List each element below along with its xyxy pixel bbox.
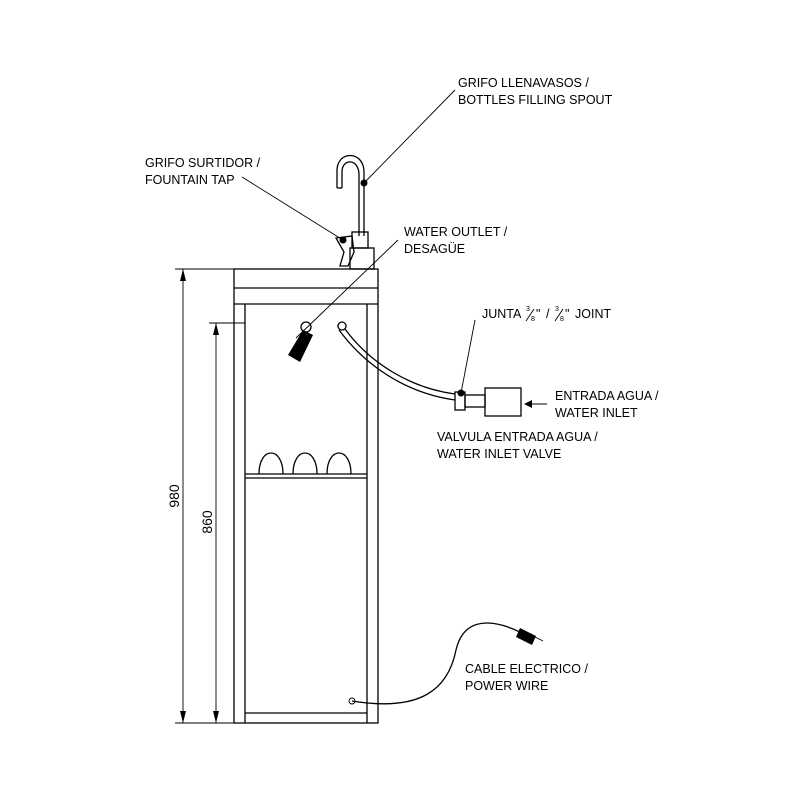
label-fountain-tap-es: GRIFO SURTIDOR /: [145, 156, 261, 170]
leaders: [241, 89, 547, 408]
fraction-num-1: 3: [526, 306, 530, 313]
plug-pin: [534, 636, 544, 642]
label-water-inlet-es: ENTRADA AGUA /: [555, 389, 659, 403]
leader-arrow-water-inlet: [524, 400, 532, 408]
leader-dot-joint: [457, 389, 465, 397]
label-filling-spout-en: BOTTLES FILLING SPOUT: [458, 93, 613, 107]
label-water-outlet-en: WATER OUTLET /: [404, 225, 508, 239]
label-joint: JUNTA 3 8 " / 3 8 " JOINT: [482, 306, 611, 323]
filling-spout-outer: [336, 155, 365, 236]
dim-arrow-980-top: [180, 269, 186, 281]
label-filling-spout-es: GRIFO LLENAVASOS /: [458, 76, 589, 90]
fraction-bar-2: [554, 308, 564, 322]
plumbing: [288, 321, 522, 417]
leader-filling-spout: [363, 89, 456, 184]
fraction-num-2: 3: [555, 306, 559, 313]
dim-label-body-height: 860: [199, 510, 215, 534]
power-cable: [351, 622, 544, 705]
inch-mark-2: ": [565, 307, 569, 321]
drain-outlet: [300, 321, 312, 333]
label-joint-suffix: JOINT: [575, 307, 611, 321]
tap-block: [351, 231, 369, 249]
leader-fountain-tap: [241, 176, 344, 241]
leader-joint: [460, 319, 476, 394]
label-joint-sep: /: [546, 307, 550, 321]
tap-base: [349, 247, 375, 270]
label-inlet-valve-es: VALVULA ENTRADA AGUA /: [437, 430, 598, 444]
taps: [334, 155, 375, 270]
label-joint-prefix: JUNTA: [482, 307, 522, 321]
dimensions: 980 860: [166, 268, 245, 724]
label-water-inlet-en: WATER INLET: [555, 406, 638, 420]
label-inlet-valve-en: WATER INLET VALVE: [437, 447, 561, 461]
valve-neck: [464, 394, 486, 408]
fraction-bar-1: [525, 308, 535, 322]
label-water-outlet-es: DESAGÜE: [404, 242, 465, 256]
leader-water-outlet: [295, 239, 399, 339]
cabinet-outline: [233, 268, 379, 724]
power-plug: [516, 628, 536, 645]
label-power-wire-es: CABLE ELECTRICO /: [465, 662, 588, 676]
fountain-tap: [334, 235, 355, 267]
drain-hose: [288, 330, 313, 362]
dim-arrow-860-bottom: [213, 711, 219, 723]
dome-2: [292, 452, 318, 475]
label-power-wire-en: POWER WIRE: [465, 679, 548, 693]
dim-arrow-860-top: [213, 323, 219, 335]
inlet-valve: [484, 387, 522, 417]
power-wire: [351, 622, 523, 705]
dome-1: [258, 452, 284, 475]
filling-spout: [341, 161, 360, 236]
inch-mark-1: ": [536, 307, 540, 321]
dim-arrow-980-bottom: [180, 711, 186, 723]
fraction-den-1: 8: [531, 316, 535, 323]
dim-label-total-height: 980: [166, 484, 182, 508]
inlet-hose: [338, 329, 456, 401]
leader-dot-fountain-tap: [339, 236, 347, 244]
leader-dot-filling-spout: [360, 179, 368, 187]
fraction-den-2: 8: [560, 316, 564, 323]
label-fountain-tap-en: FOUNTAIN TAP: [145, 173, 235, 187]
inlet-fitting: [337, 321, 347, 331]
labels: GRIFO LLENAVASOS / BOTTLES FILLING SPOUT…: [145, 76, 659, 693]
inlet-hose-outer: [344, 328, 456, 395]
dome-3: [326, 452, 352, 475]
cabinet: [233, 268, 379, 724]
